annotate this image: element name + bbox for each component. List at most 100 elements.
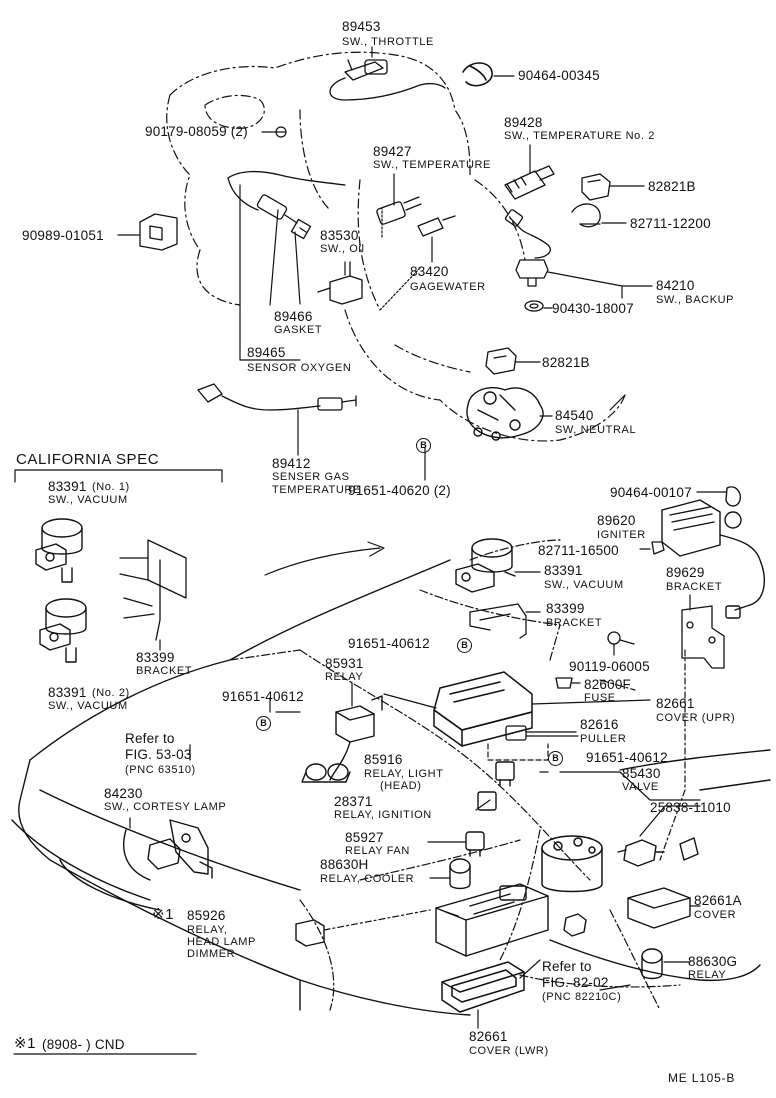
part-name-89466: GASKET [274,324,323,336]
relay-small-part [495,761,515,787]
gas-sensor-part [197,383,357,411]
part-number-82600f: 82600F [584,677,631,692]
fuse-box-cover-upper-part [433,671,533,747]
refer-a-line1: Refer to [125,731,175,746]
relay-85927-part [465,831,485,857]
california-spec-heading: CALIFORNIA SPEC [16,451,160,468]
refer-b-line2: FIG. 82-02 [542,975,609,990]
figure-code: ME L105-B [668,1071,736,1085]
part-name-88630g: RELAY [688,969,727,981]
part-name-82661a: COVER [694,909,737,921]
connector-2-part [485,347,517,375]
part-number-82821b: 82821B [542,355,590,370]
part-number-28371: 28371 [334,794,373,809]
circle-b-marker: B [416,438,431,453]
puller-part [505,725,577,741]
part-number-82616: 82616 [580,717,619,732]
fuse-block-part [435,883,549,957]
part-name-83420: GAGEWATER [410,281,486,293]
part-number-91651-40612-c: 91651-40612 [586,750,668,765]
part-number-83399-california: 83399 [136,650,175,665]
part-number-85927: 85927 [345,830,384,845]
part-number-91651-40612-b: 91651-40612 [222,689,304,704]
vacuum-switch-3-part [455,538,516,593]
part-number-91651-40620: 91651-40620 (2) [348,483,451,498]
part-name-89465: SENSOR OXYGEN [247,362,352,374]
part-name-83391-no1: SW., VACUUM [48,494,128,506]
footnote-text: (8908- ) CND [42,1037,125,1052]
valve-85430-part [541,835,603,893]
circle-b-marker-4: B [548,751,563,766]
part-number-85430: 85430 [622,766,661,781]
part-number-88630g: 88630G [688,954,738,969]
part-number-85926: 85926 [187,908,226,923]
part-number-89465: 89465 [247,345,286,360]
temperature-switch-2-part [504,165,555,200]
clip-part [651,541,665,555]
part-number-83399-mid: 83399 [546,601,585,616]
part-number-82661-lwr: 82661 [469,1029,508,1044]
part-name-84540: SW, NEUTRAL [555,424,637,436]
part-name-89412-line1: SENSER GAS [272,471,350,483]
refer-b-line3: (PNC 82210C) [542,991,622,1003]
refer-b-line1: Refer to [542,959,592,974]
vacuum-switch-1-part [35,518,83,583]
part-name-85931: RELAY [325,671,364,683]
relay-85926-part [295,919,325,947]
part-name-82661-lwr: COVER (LWR) [469,1045,549,1057]
circle-b-marker-3: B [256,716,271,731]
connector-part [581,173,611,201]
part-number-82711-12200: 82711-12200 [630,216,711,231]
part-name-85916-line2: (HEAD) [380,780,422,792]
igniter-part [661,486,766,619]
part-number-84210: 84210 [656,278,695,293]
relay-85916-part [301,763,351,783]
part-qualifier-no2: (No. 2) [92,687,130,699]
part-number-89428: 89428 [504,115,543,130]
part-name-88630h: RELAY, COOLER [320,873,415,885]
part-number-90179-08059: 90179-08059 (2) [145,124,248,139]
vacuum-switch-2-part [39,598,87,663]
refer-a-line2: FIG. 53-03 [125,747,192,762]
temperature-switch-part [376,196,456,237]
part-name-83399-mid: BRACKET [546,617,603,629]
part-number-85931: 85931 [325,656,364,671]
part-name-84230: SW., CORTESY LAMP [104,801,227,813]
refer-a-line3: (PNC 63510) [125,764,196,776]
part-number-90464-00107: 90464-00107 [610,485,692,500]
part-number-84540: 84540 [555,408,594,423]
part-number-89466: 89466 [274,309,313,324]
engine-bay-dashed [229,539,681,1011]
part-number-82661-upr: 82661 [656,696,695,711]
relay-88630g-part [641,948,663,980]
neutral-switch-part [466,387,544,441]
part-name-82661-upr: COVER (UPR) [656,712,736,724]
part-name-85927: RELAY FAN [345,845,410,857]
part-name-82600f: FUSE [584,692,616,704]
part-name-83391-mid: SW., VACUUM [544,579,624,591]
part-name-89629: BRACKET [666,581,723,593]
bracket-california-part [119,539,187,641]
part-name-83391-no2: SW., VACUUM [48,700,128,712]
footnote-mark: ※1 [14,1035,37,1052]
relay-28371-part [477,791,497,811]
part-name-85430: VALVE [622,781,659,793]
part-name-28371: RELAY, IGNITION [334,809,432,821]
part-number-89412: 89412 [272,456,311,471]
part-name-89620: IGNITER [597,529,646,541]
screw-part [607,631,635,645]
part-number-82661a: 82661A [694,893,742,908]
relay-small-2-part [563,913,587,937]
relay-88630h-part [449,858,471,890]
part-number-89453: 89453 [342,19,381,34]
part-name-84210: SW., BACKUP [656,294,735,306]
circle-b-marker-2: B [457,638,472,653]
part-number-83420: 83420 [410,264,449,279]
part-name-82616: PULLER [580,733,627,745]
bracket-part [139,213,178,251]
part-number-90464-00345: 90464-00345 [518,68,600,83]
cap-part [679,837,699,861]
part-number-82711-16500: 82711-16500 [538,543,619,558]
